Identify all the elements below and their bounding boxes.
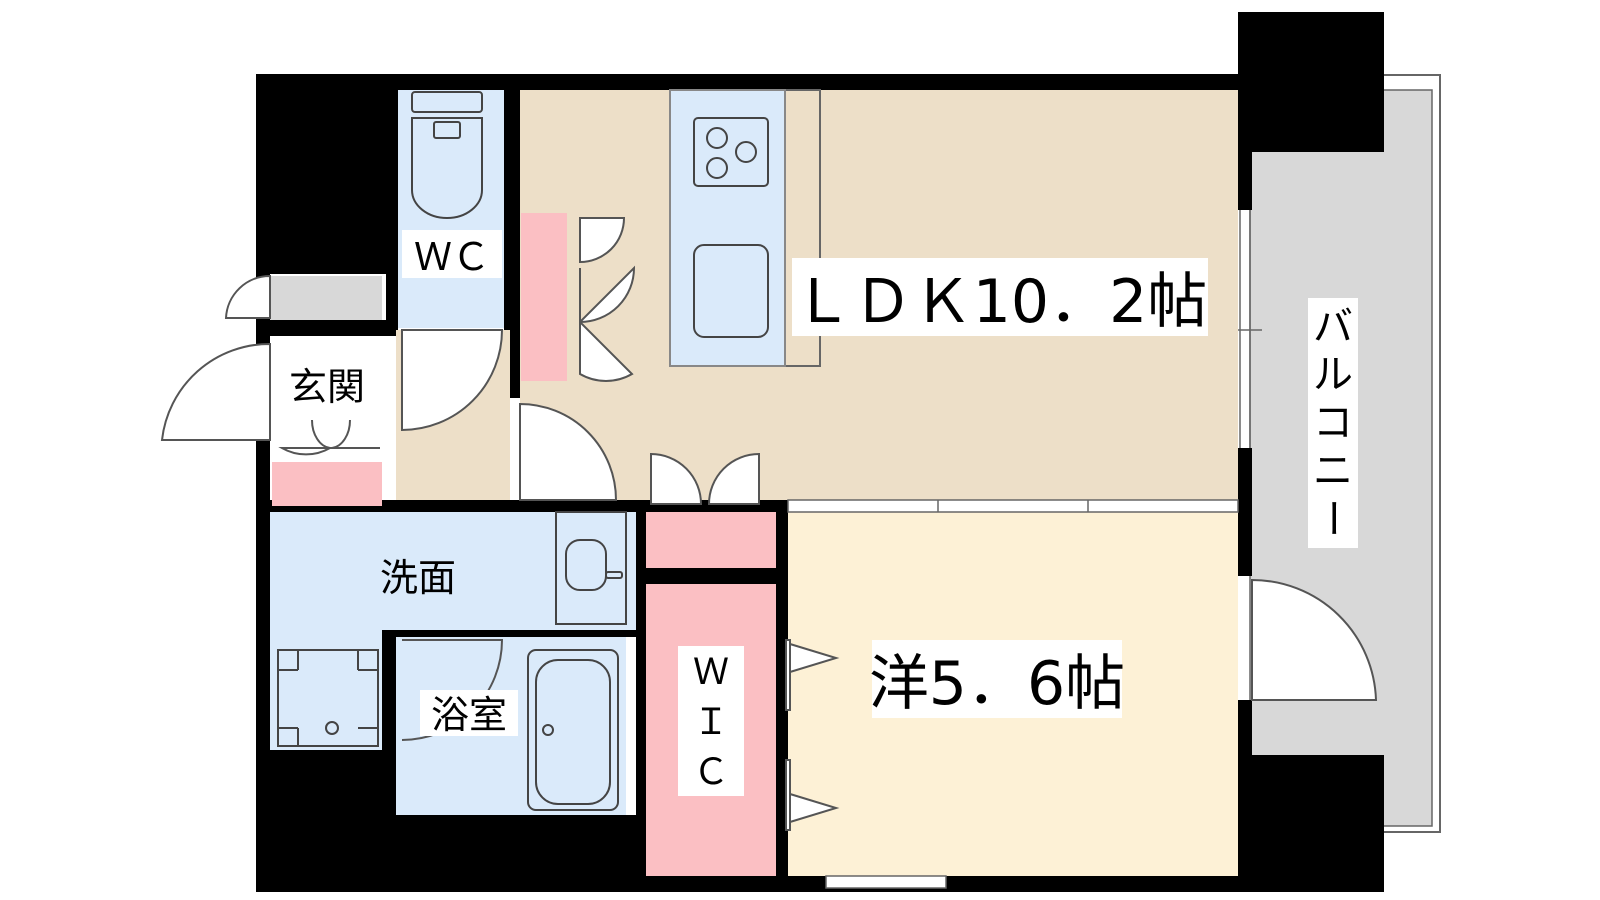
wc-door-swing: [401, 329, 504, 432]
ldk-window: [1238, 210, 1262, 448]
balcony-label-char: バ: [1313, 304, 1353, 350]
western-window: [825, 875, 947, 889]
washbasin-icon: [555, 511, 627, 625]
bottom-left-block: [396, 815, 642, 892]
shoebox-door-swing: [224, 274, 271, 319]
balcony-label-char: コ: [1313, 400, 1353, 446]
toilet-icon: [411, 91, 483, 219]
bathroom-label-bg: [420, 690, 518, 736]
wc-floor: [398, 90, 504, 328]
door-leaf: [789, 792, 840, 824]
wall-bath-left: [382, 625, 396, 755]
washroom-label: 洗面: [380, 556, 456, 600]
western-label-bg: [872, 640, 1122, 718]
left-block-upper: [256, 74, 396, 274]
door-leaf: [789, 642, 840, 674]
door-swing: [707, 452, 760, 505]
burner-icon: [706, 157, 728, 179]
burner-icon: [706, 127, 728, 149]
wic-western-doors: [785, 639, 840, 831]
balcony-label: バ ル コ ニ ー: [1309, 304, 1355, 538]
front-door-swing: [160, 342, 271, 441]
top-wall: [256, 74, 1252, 90]
wic-label-bg: [678, 646, 744, 796]
bathtub-icon: [527, 649, 619, 811]
entrance-label: 玄関: [289, 365, 365, 409]
left-block-lower: [256, 750, 396, 892]
washing-machine-icon: [277, 649, 379, 747]
sink: [693, 244, 769, 338]
balcony-label-char: ニ: [1313, 448, 1353, 494]
stove: [693, 117, 769, 187]
door-swing: [579, 217, 626, 264]
right-wall-upper: [1238, 90, 1252, 210]
wc-label-bg: [402, 230, 502, 278]
right-bottom-pillar: [1238, 755, 1384, 892]
door-swing: [579, 319, 634, 382]
balcony-label-char: ル: [1313, 352, 1353, 398]
balcony-door-swing: [1251, 578, 1378, 701]
wic-label-char: Ｗ: [693, 652, 729, 693]
wic-upper-storage: [646, 512, 776, 568]
ldk-label-bg: [792, 258, 1208, 336]
door-swing: [579, 265, 636, 325]
closet-doors: [579, 217, 636, 382]
door-swing: [650, 452, 703, 505]
door-frame: [785, 639, 791, 711]
wall-entrance-top: [256, 320, 398, 336]
wc-label: ＷＣ: [414, 235, 490, 279]
balcony-label-char: ー: [1309, 498, 1355, 538]
door-swing: [310, 419, 331, 449]
ldk-door-swing: [519, 402, 618, 501]
sliding-doors: [787, 499, 1239, 513]
room-labels: ＬＤＫ10．2帖 洋5．6帖 ＷＣ 玄関 洗面 浴室 Ｗ Ｉ Ｃ バ ル コ ニ…: [278, 230, 1358, 796]
wic-label: Ｗ Ｉ Ｃ: [693, 652, 729, 793]
wall-wic-mid: [636, 568, 788, 584]
wic-doors: [650, 452, 760, 505]
wall-corridor-bottom: [386, 500, 646, 512]
entrance-storage: [272, 462, 382, 506]
entrance-doors: [160, 274, 380, 456]
ldk-closet: [521, 213, 567, 381]
wall-wic-left: [636, 500, 646, 892]
right-wall-lower: [1238, 700, 1252, 890]
entrance-shoebox: [270, 276, 382, 320]
kitchen-counter: [669, 89, 821, 367]
right-wall-middle: [1238, 448, 1252, 576]
washroom-laundry-area: [270, 630, 382, 750]
entrance-label-bg: [278, 362, 376, 408]
wic-label-char: Ｉ: [693, 702, 729, 743]
western-room-label: 洋5．6帖: [869, 649, 1125, 719]
door-swing: [331, 419, 352, 449]
right-top-pillar: [1238, 12, 1384, 152]
bathroom-label: 浴室: [431, 693, 507, 737]
wic-label-char: Ｃ: [693, 752, 729, 793]
balcony-label-bg: [1308, 298, 1358, 548]
wall-wc-left: [386, 74, 398, 330]
burner-icon: [735, 141, 757, 163]
ldk-label: ＬＤＫ10．2帖: [793, 267, 1208, 337]
sliding-door: [787, 499, 1239, 513]
